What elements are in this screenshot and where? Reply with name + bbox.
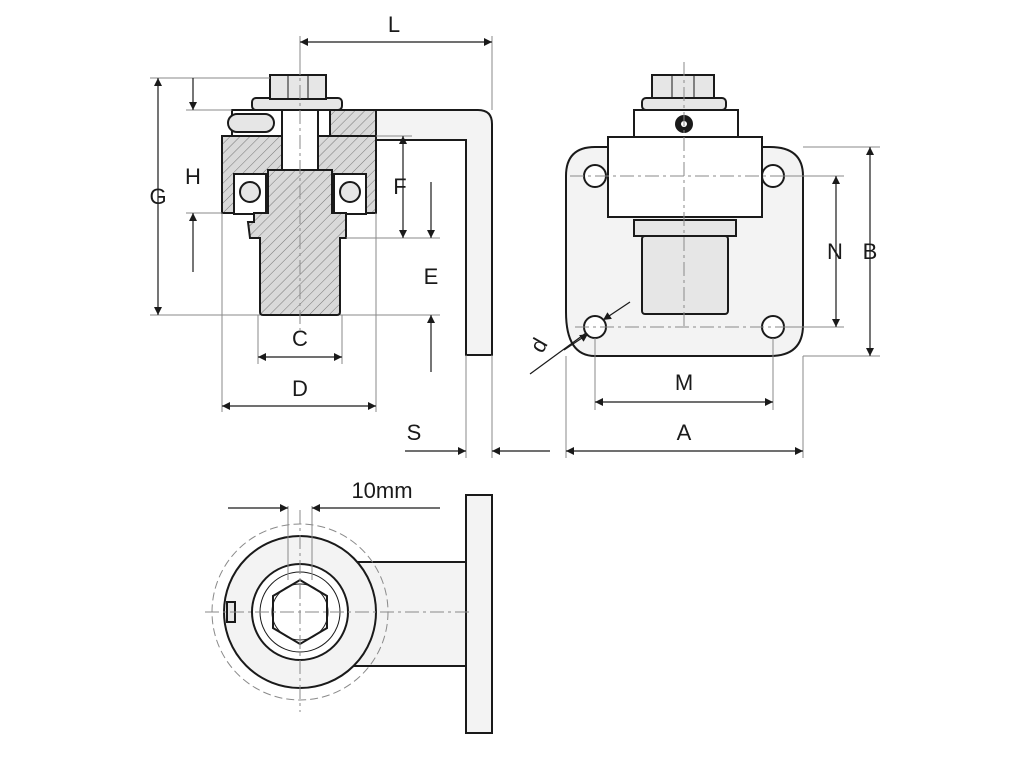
dim-label-d: d [525, 334, 553, 357]
dim-label-10mm: 10mm [351, 478, 412, 503]
dim-label-G: G [149, 184, 166, 209]
dim-label-M: M [675, 370, 693, 395]
dim-label-E: E [424, 264, 439, 289]
dim-label-L: L [388, 12, 400, 37]
front-view-dimensions: N B M A d [525, 146, 880, 458]
side-section-view [221, 60, 493, 356]
set-screw [227, 113, 275, 133]
top-view [205, 494, 493, 734]
dim-label-F: F [393, 174, 406, 199]
side-view-dimensions: L G H F E C D S [149, 12, 550, 458]
dim-label-N: N [827, 239, 843, 264]
dim-label-S: S [407, 420, 422, 445]
hex-nut [269, 74, 327, 100]
top-view-dimensions: 10mm [228, 478, 440, 580]
front-pin-flange [633, 219, 737, 237]
dim-label-H: H [185, 164, 201, 189]
top-view-wall-plate [465, 494, 493, 734]
dim-label-A: A [677, 420, 692, 445]
dim-label-D: D [292, 376, 308, 401]
dim-label-B: B [863, 239, 878, 264]
front-view [565, 62, 804, 357]
front-pin [641, 235, 729, 315]
front-body-block [607, 136, 763, 218]
dim-label-C: C [292, 326, 308, 351]
upper-cap-hatch [329, 109, 377, 137]
